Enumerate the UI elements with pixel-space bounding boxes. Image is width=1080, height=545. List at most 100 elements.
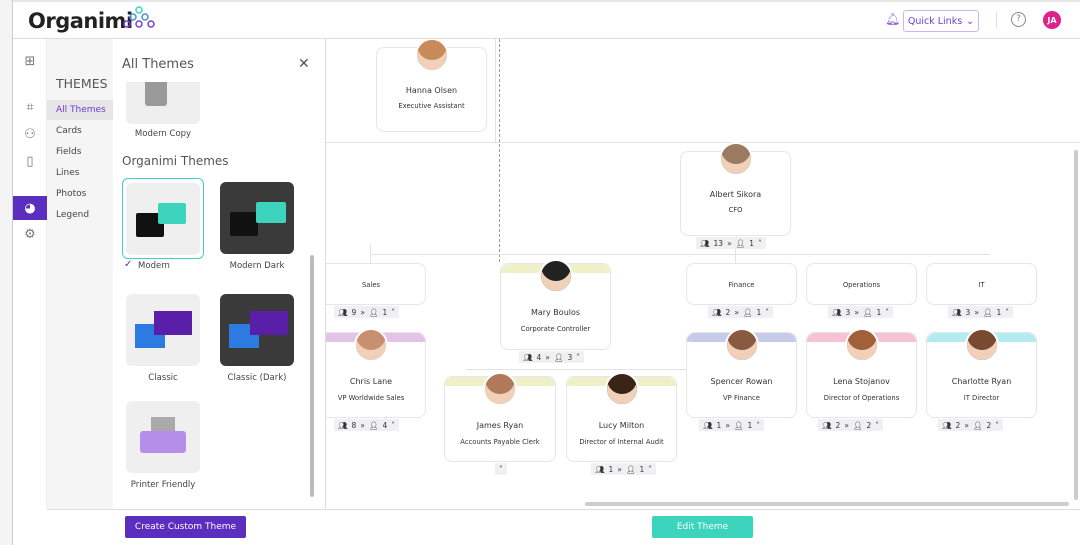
nav-photos[interactable]: Photos — [56, 189, 87, 199]
card-stats[interactable]: 👥︎3»👤︎1˄ — [948, 306, 1013, 318]
theme-label: Modern — [138, 261, 170, 271]
nav-fields[interactable]: Fields — [56, 147, 82, 157]
collapse-icon[interactable]: ˄ — [576, 352, 580, 362]
nav-cards[interactable]: Cards — [56, 126, 82, 136]
person-photo — [483, 372, 517, 406]
collapse-icon[interactable]: ˄ — [1005, 307, 1009, 317]
expand-all-icon[interactable]: » — [545, 352, 550, 362]
divider — [996, 12, 997, 28]
logo[interactable]: Organimi — [28, 9, 133, 33]
org-chart-icon[interactable]: ⌗ — [26, 99, 34, 115]
card-stats[interactable]: 👥︎2»👤︎2˄ — [938, 419, 1003, 431]
collapse-icon[interactable]: ˄ — [391, 307, 395, 317]
expand-button[interactable]: ˅ — [495, 463, 507, 475]
org-card[interactable]: Operations — [806, 263, 917, 305]
expand-all-icon[interactable]: » — [964, 420, 969, 430]
team-count: 1 — [608, 464, 614, 474]
connector — [735, 249, 736, 264]
person-name: Chris Lane — [349, 377, 393, 386]
person-icon: 👤︎ — [733, 420, 744, 430]
collapse-icon[interactable]: ˄ — [757, 238, 762, 248]
team-count: 2 — [725, 307, 731, 317]
expand-all-icon[interactable]: » — [360, 307, 365, 317]
expand-all-icon[interactable]: » — [974, 307, 979, 317]
card-stats[interactable]: 👥︎8»👤︎4˄ — [334, 419, 399, 431]
nav-lines[interactable]: Lines — [56, 168, 80, 178]
connector — [370, 244, 371, 264]
card-stats[interactable]: 👥︎2»👤︎1˄ — [708, 306, 773, 318]
theme-modern[interactable] — [126, 183, 200, 255]
expand-all-icon[interactable]: » — [725, 420, 730, 430]
quick-links-dropdown[interactable]: Quick Links⌄ — [903, 10, 979, 32]
nav-legend[interactable]: Legend — [56, 210, 90, 220]
theme-printer-friendly[interactable] — [126, 401, 200, 473]
collapse-icon[interactable]: ˄ — [885, 307, 889, 317]
person-title: VP Worldwide Sales — [337, 394, 405, 402]
expand-all-icon[interactable]: » — [617, 464, 622, 474]
team-icon: 👥︎ — [832, 307, 842, 317]
department-name: Operations — [842, 281, 881, 289]
gear-icon[interactable]: ⚙ — [24, 226, 36, 242]
team-icon: 👥︎ — [595, 464, 605, 474]
card-stats[interactable]: 👥︎13»👤︎1˄ — [696, 237, 766, 249]
people-icon[interactable]: ⚇ — [24, 126, 36, 142]
org-card[interactable]: Finance — [686, 263, 797, 305]
expand-all-icon[interactable]: » — [360, 420, 365, 430]
theme-classic[interactable] — [126, 294, 200, 366]
vertical-scrollbar[interactable] — [1074, 150, 1078, 500]
horizontal-scrollbar[interactable] — [585, 502, 1069, 506]
team-icon: 👥︎ — [942, 420, 952, 430]
person-title: Director of Internal Audit — [579, 438, 664, 446]
person-title: Director of Operations — [823, 394, 900, 402]
edit-theme-button[interactable]: Edit Theme — [652, 516, 753, 538]
direct-count: 1 — [382, 307, 388, 317]
org-card[interactable]: Sales — [326, 263, 426, 305]
collapse-icon[interactable]: ˄ — [756, 420, 760, 430]
grid-icon[interactable]: ⊞ — [24, 53, 36, 69]
close-icon[interactable]: ✕ — [298, 56, 310, 72]
expand-all-icon[interactable]: » — [727, 238, 732, 248]
collapse-icon[interactable]: ˄ — [648, 464, 652, 474]
card-stats[interactable]: 👥︎4»👤︎3˄ — [519, 351, 584, 363]
expand-all-icon[interactable]: » — [734, 307, 739, 317]
create-custom-theme-button[interactable]: Create Custom Theme — [125, 516, 246, 538]
theme-modern-copy[interactable] — [126, 82, 200, 124]
person-icon: 👤︎ — [735, 238, 746, 248]
collapse-icon[interactable]: ˄ — [995, 420, 999, 430]
expand-all-icon[interactable]: » — [854, 307, 859, 317]
user-avatar[interactable]: JA — [1043, 11, 1061, 29]
org-card[interactable]: IT — [926, 263, 1037, 305]
direct-count: 1 — [747, 420, 753, 430]
card-stats[interactable]: 👥︎2»👤︎2˄ — [818, 419, 883, 431]
panel-scrollbar[interactable] — [310, 255, 314, 497]
card-stats[interactable]: 👥︎1»👤︎1˄ — [699, 419, 764, 431]
profile-card-icon[interactable]: ▯ — [26, 153, 34, 169]
bell-icon[interactable]: 🔔︎ — [885, 12, 901, 26]
person-name: Mary Boulos — [530, 308, 581, 317]
help-icon[interactable]: ? — [1011, 12, 1026, 27]
expand-all-icon[interactable]: » — [844, 420, 849, 430]
nav-all-themes[interactable]: All Themes — [47, 100, 113, 120]
org-card[interactable]: Chris Lane VP Worldwide Sales — [326, 328, 426, 418]
person-icon: 👤︎ — [742, 307, 753, 317]
palette-icon[interactable]: ◕ — [13, 196, 47, 220]
card-stats[interactable]: 👥︎9»👤︎1˄ — [334, 306, 399, 318]
theme-label: Printer Friendly — [130, 480, 196, 490]
card-stats[interactable]: 👥︎1»👤︎1˄ — [591, 463, 656, 475]
card-stats[interactable]: 👥︎3»👤︎1˄ — [828, 306, 893, 318]
collapse-icon[interactable]: ˄ — [765, 307, 769, 317]
connector — [326, 142, 1080, 143]
theme-modern-selected[interactable] — [122, 178, 204, 259]
theme-classic-dark[interactable] — [220, 294, 294, 366]
collapse-icon[interactable]: ˄ — [875, 420, 879, 430]
theme-modern-dark[interactable] — [220, 182, 294, 254]
collapse-icon[interactable]: ˄ — [391, 420, 395, 430]
